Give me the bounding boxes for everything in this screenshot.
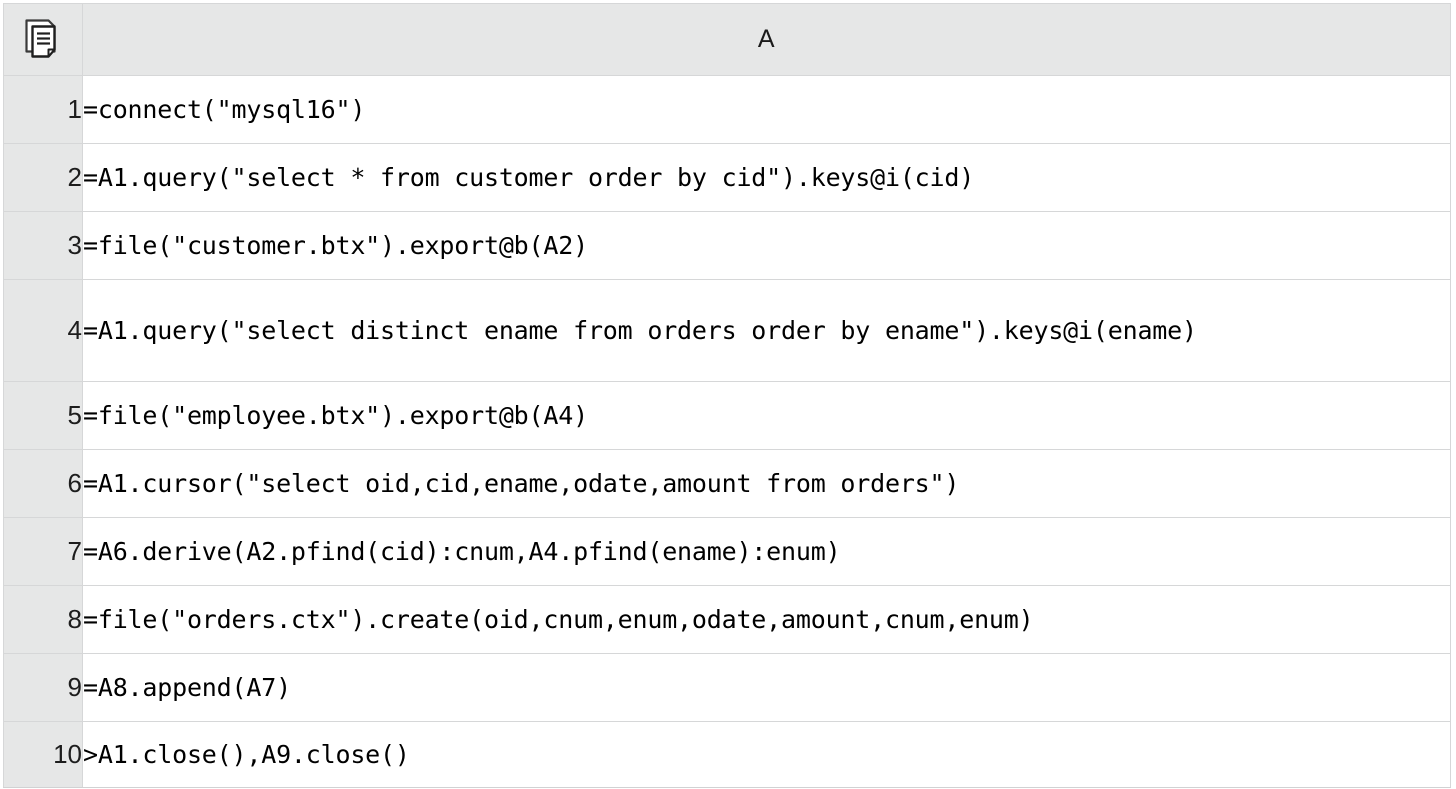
grid-row: 4 =A1.query("select distinct ename from … <box>3 279 1451 382</box>
row-header-6[interactable]: 6 <box>3 449 83 518</box>
row-header-5[interactable]: 5 <box>3 381 83 450</box>
cell-a9[interactable]: =A8.append(A7) <box>82 653 1451 722</box>
row-header-2[interactable]: 2 <box>3 143 83 212</box>
cell-a3[interactable]: =file("customer.btx").export@b(A2) <box>82 211 1451 280</box>
row-header-7[interactable]: 7 <box>3 517 83 586</box>
cell-a1[interactable]: =connect("mysql16") <box>82 75 1451 144</box>
spl-grid-table: A 1 =connect("mysql16") 2 =A1.query("sel… <box>3 3 1451 788</box>
grid-row: 7 =A6.derive(A2.pfind(cid):cnum,A4.pfind… <box>3 517 1451 586</box>
stacked-pages-icon <box>21 17 65 63</box>
cell-a2[interactable]: =A1.query("select * from customer order … <box>82 143 1451 212</box>
grid-row: 2 =A1.query("select * from customer orde… <box>3 143 1451 212</box>
grid-row: 1 =connect("mysql16") <box>3 75 1451 144</box>
column-header-a[interactable]: A <box>82 3 1451 76</box>
row-header-9[interactable]: 9 <box>3 653 83 722</box>
grid-row: 9 =A8.append(A7) <box>3 653 1451 722</box>
cell-a4[interactable]: =A1.query("select distinct ename from or… <box>82 279 1451 382</box>
row-header-1[interactable]: 1 <box>3 75 83 144</box>
cell-a7[interactable]: =A6.derive(A2.pfind(cid):cnum,A4.pfind(e… <box>82 517 1451 586</box>
grid-row: 8 =file("orders.ctx").create(oid,cnum,en… <box>3 585 1451 654</box>
row-header-10[interactable]: 10 <box>3 721 83 788</box>
row-header-4[interactable]: 4 <box>3 279 83 382</box>
grid-row: 6 =A1.cursor("select oid,cid,ename,odate… <box>3 449 1451 518</box>
cell-a10[interactable]: >A1.close(),A9.close() <box>82 721 1451 788</box>
grid-row: 10 >A1.close(),A9.close() <box>3 721 1451 788</box>
grid-row: 3 =file("customer.btx").export@b(A2) <box>3 211 1451 280</box>
row-header-3[interactable]: 3 <box>3 211 83 280</box>
cell-a5[interactable]: =file("employee.btx").export@b(A4) <box>82 381 1451 450</box>
select-all-corner-cell[interactable] <box>3 3 83 76</box>
cell-a6[interactable]: =A1.cursor("select oid,cid,ename,odate,a… <box>82 449 1451 518</box>
grid-header-row: A <box>3 3 1451 76</box>
cell-a8[interactable]: =file("orders.ctx").create(oid,cnum,enum… <box>82 585 1451 654</box>
row-header-8[interactable]: 8 <box>3 585 83 654</box>
grid-row: 5 =file("employee.btx").export@b(A4) <box>3 381 1451 450</box>
